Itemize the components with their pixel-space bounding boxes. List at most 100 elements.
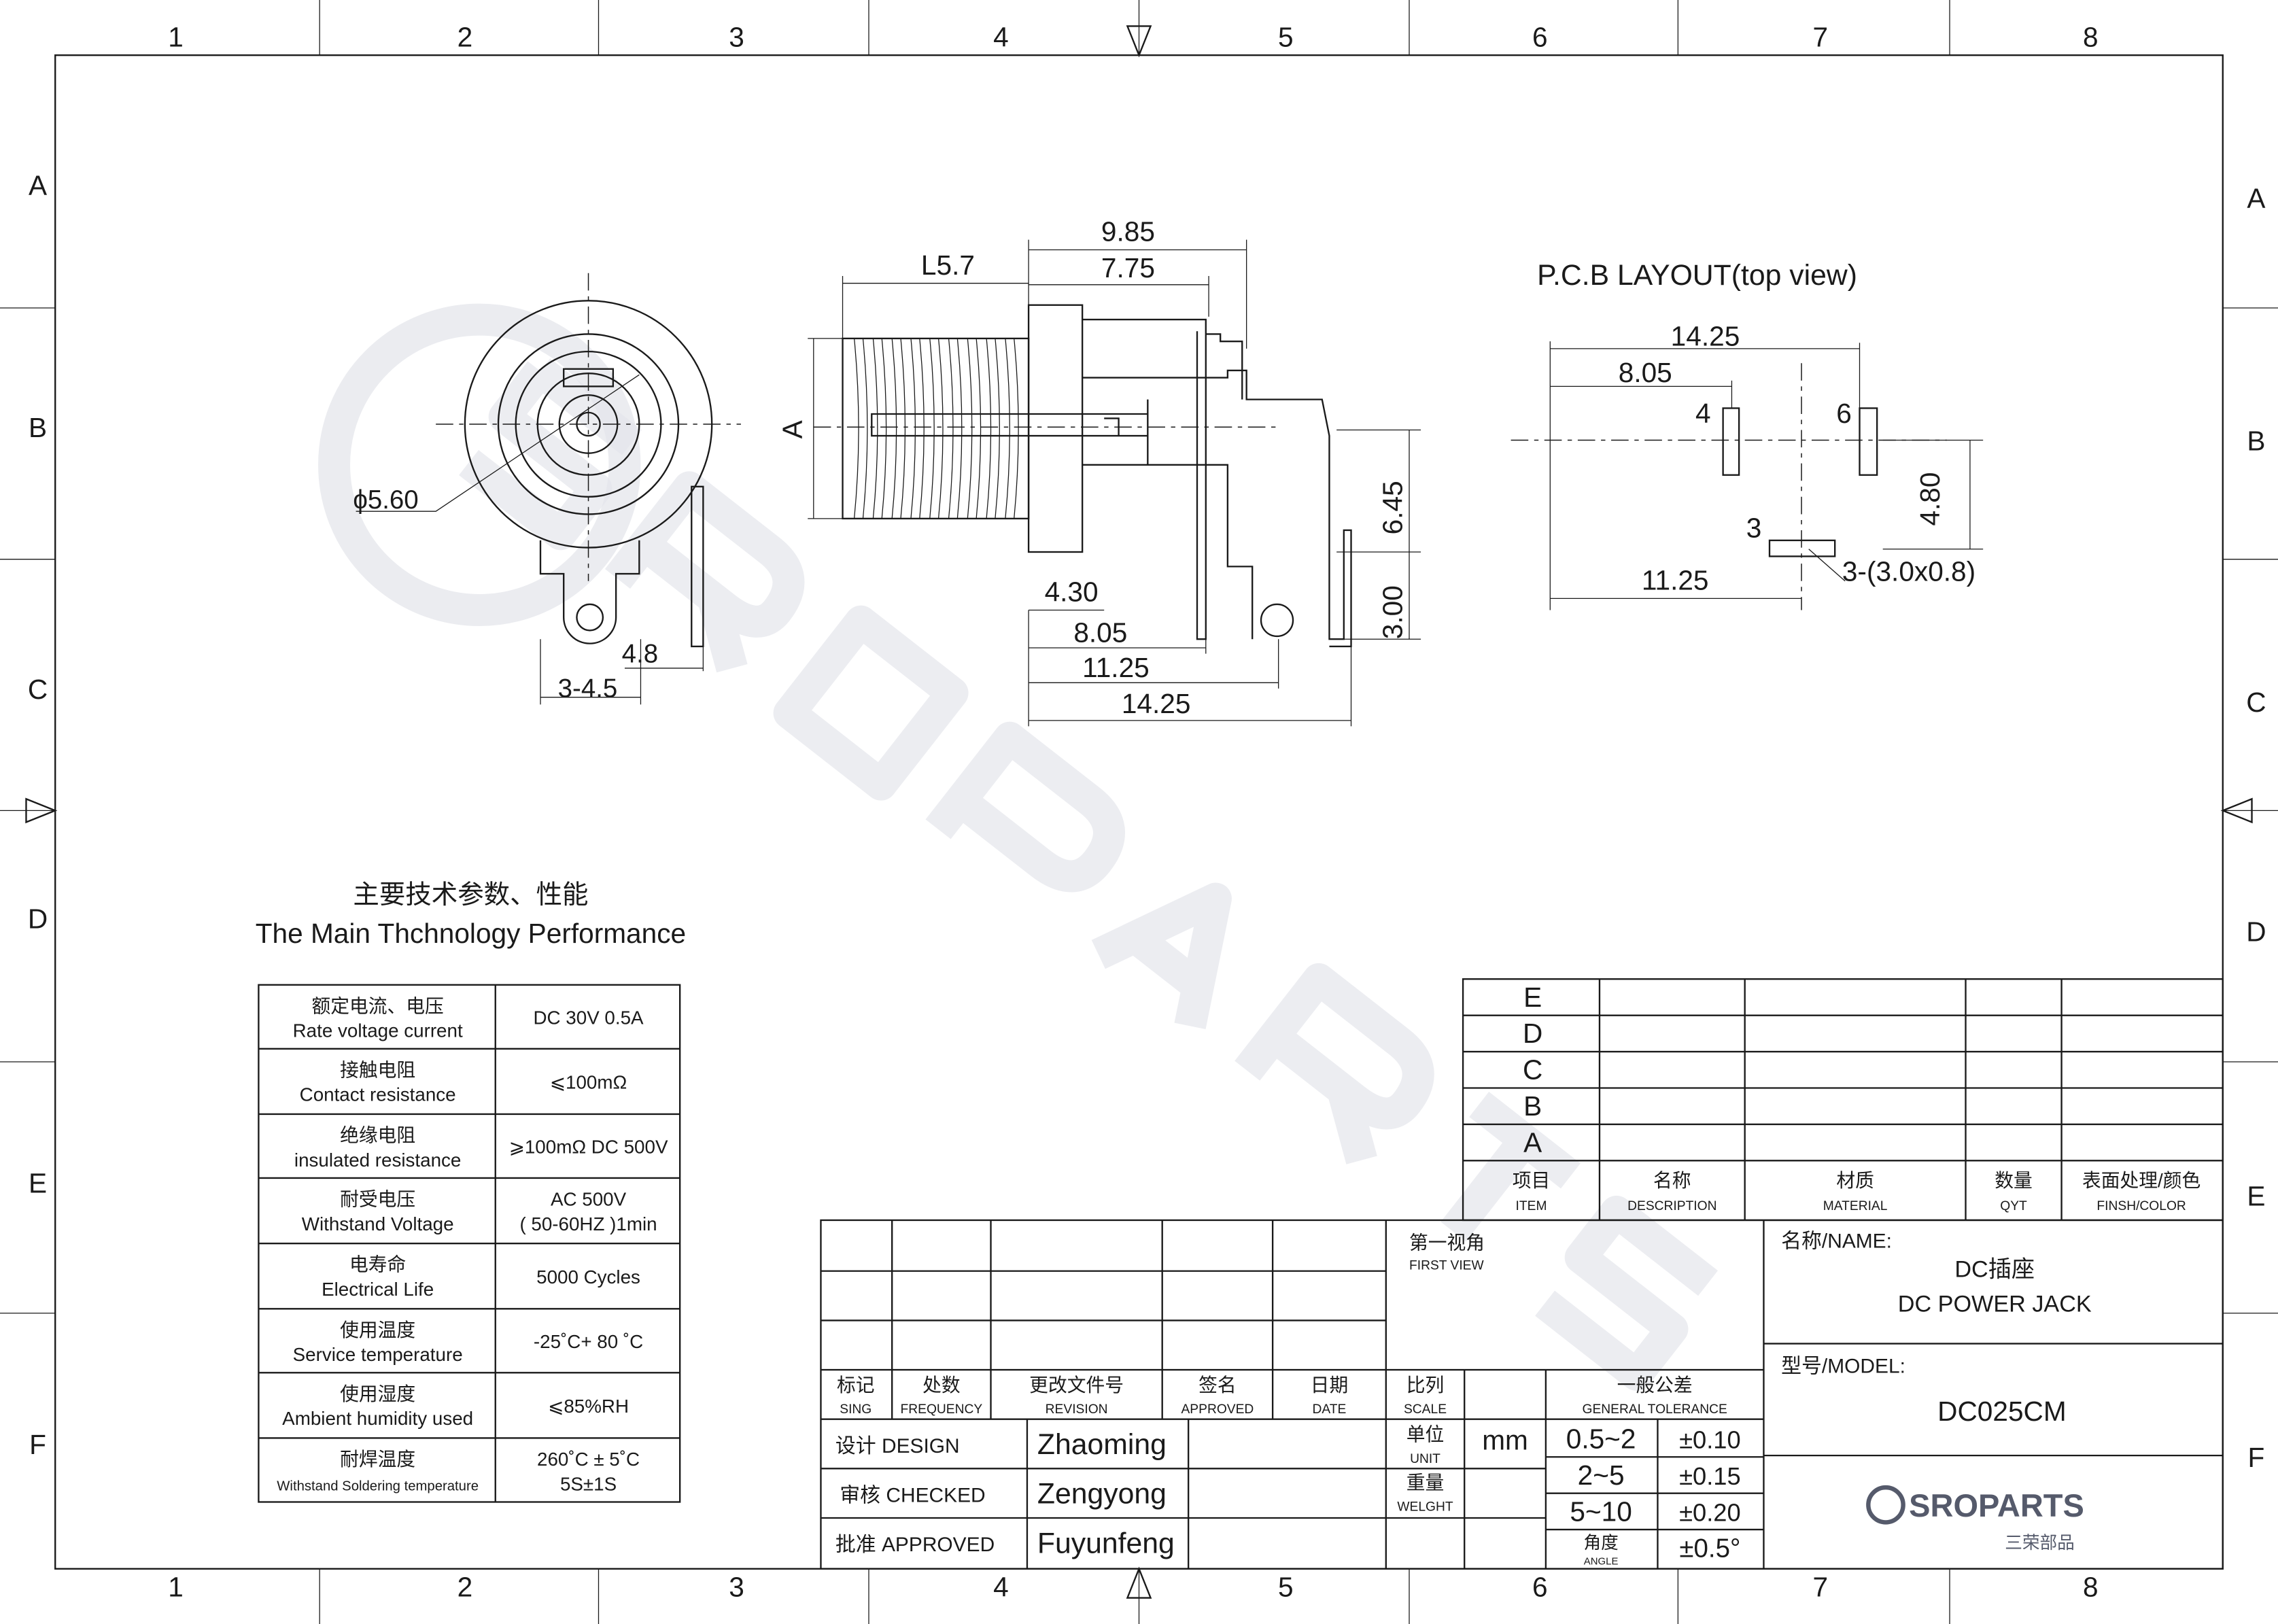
title-block: 标记SING处数FREQUENCY更改文件号REVISION签名APPROVED… [820,1219,2224,1570]
revision-header-en: QYT [2000,1199,2027,1213]
first-view-en: FIRST VIEW [1409,1259,1484,1273]
approved-label: 批准 APPROVED [835,1534,995,1556]
tolerance-value: ±0.20 [1679,1498,1741,1526]
design-name: Zhaoming [1037,1428,1167,1461]
dim-4-8: 4.8 [622,639,658,668]
revision-header-cn: 数量 [1995,1170,2033,1191]
revision-column-en: APPROVED [1181,1402,1254,1417]
spec-table: 主要技术参数、性能 The Main Thchnology Performanc… [256,880,686,1503]
revision-header-cn: 名称 [1653,1170,1691,1191]
spec-value: AC 500V [551,1189,627,1210]
spec-name-en: Withstand Voltage [302,1213,454,1234]
row-label-right: C [2246,687,2266,718]
pcb-layout: P.C.B LAYOUT(top view) 14.25 8.05 4 6 4.… [1511,259,1984,610]
spec-name-en: insulated resistance [294,1150,461,1171]
dim-11-25: 11.25 [1082,652,1150,683]
revision-letter: C [1523,1054,1542,1086]
angle-en: ANGLE [1584,1555,1619,1567]
row-label-right: A [2247,183,2265,214]
column-label-top: 8 [2083,21,2099,52]
spec-value: 5000 Cycles [536,1266,640,1288]
logo-text: SROPARTS [1909,1487,2084,1523]
revision-header-cn: 表面处理/颜色 [2082,1170,2201,1191]
column-label-bottom: 6 [1532,1571,1548,1602]
dim-3-00: 3.00 [1377,585,1408,639]
revision-column-en: SING [840,1402,871,1417]
front-view: ϕ5.60 4.8 3-4.5 [353,273,741,705]
dim-a: A [777,420,808,438]
scale-en: SCALE [1404,1402,1447,1417]
tolerance-en: GENERAL TOLERANCE [1583,1402,1727,1417]
pin-4-label: 4 [1695,398,1711,429]
dim-4-30: 4.30 [1045,576,1099,608]
model-number: DC025CM [1937,1396,2067,1427]
checked-label: 审核 CHECKED [840,1485,985,1507]
pad-size: 3-(3.0x0.8) [1842,556,1975,587]
weight-cn: 重量 [1407,1472,1445,1493]
design-label: 设计 DESIGN [835,1435,960,1457]
dim-8-05: 8.05 [1073,617,1127,648]
column-label-top: 4 [993,21,1009,52]
revision-header-en: MATERIAL [1823,1199,1888,1213]
row-label-left: F [29,1429,46,1460]
dim-3-4-5: 3-4.5 [558,674,618,704]
spec-name-cn: 使用温度 [340,1319,415,1341]
approved-name: Fuyunfeng [1037,1527,1175,1559]
column-label-bottom: 1 [168,1571,184,1602]
spec-value-line2: ( 50-60HZ )1min [519,1213,657,1234]
spec-value: ⩽100mΩ [550,1072,627,1093]
spec-name-cn: 绝缘电阻 [340,1125,415,1146]
dim-9-85: 9.85 [1101,216,1155,247]
column-label-bottom: 3 [729,1571,744,1602]
spec-value: ⩾100mΩ DC 500V [509,1137,668,1158]
pcb-dim-4-80: 4.80 [1914,472,1946,526]
pcb-dim-8-05: 8.05 [1619,357,1672,388]
spec-title-en: The Main Thchnology Performance [256,918,686,949]
spec-name-en: Withstand Soldering temperature [277,1479,479,1493]
spec-name-en: Ambient humidity used [282,1408,473,1429]
column-label-bottom: 4 [993,1571,1009,1602]
tolerance-range: 2~5 [1578,1459,1625,1491]
column-label-top: 2 [458,21,473,52]
revision-column-en: FREQUENCY [901,1402,983,1417]
row-label-right: B [2247,425,2265,456]
spec-name-en: Service temperature [293,1344,463,1365]
diameter-dim: ϕ5.60 [353,485,418,515]
scale-cn: 比列 [1407,1375,1445,1396]
revision-column-en: REVISION [1046,1402,1108,1417]
side-view: 9.85 L5.7 7.75 A 6.45 3.00 4.30 8.05 11.… [777,216,1421,727]
weight-en: WELGHT [1397,1500,1453,1514]
revision-letter: E [1523,982,1542,1013]
tolerance-value: ±0.10 [1679,1426,1741,1453]
revision-header-en: ITEM [1516,1199,1547,1213]
spec-value: DC 30V 0.5A [533,1007,644,1028]
tolerance-range: 5~10 [1570,1496,1632,1527]
angle-cn: 角度 [1583,1533,1618,1553]
pcb-dim-14-25: 14.25 [1671,321,1740,352]
revision-table: EDCBA项目ITEM名称DESCRIPTION材质MATERIAL数量QYT表… [1462,978,2224,1222]
revision-column-en: DATE [1313,1402,1347,1417]
unit-value: mm [1482,1425,1528,1456]
logo-text-cn: 三荣部品 [2005,1533,2075,1553]
tolerance-value: ±0.15 [1679,1462,1741,1490]
dim-6-45: 6.45 [1377,481,1408,534]
revision-header-cn: 材质 [1836,1170,1874,1191]
spec-value-line2: 5S±1S [560,1473,617,1494]
spec-value: 260˚C ± 5˚C [537,1449,640,1470]
name-label: 名称/NAME: [1781,1230,1892,1253]
unit-en: UNIT [1410,1452,1440,1466]
name-cn: DC插座 [1954,1256,2035,1282]
watermark [318,303,1719,1391]
row-label-left: E [29,1167,47,1198]
first-view-cn: 第一视角 [1409,1232,1485,1254]
column-label-top: 7 [1813,21,1829,52]
spec-name-cn: 额定电流、电压 [311,995,443,1016]
revision-letter: B [1523,1090,1542,1122]
revision-letter: D [1523,1018,1542,1049]
row-label-right: D [2246,916,2266,948]
